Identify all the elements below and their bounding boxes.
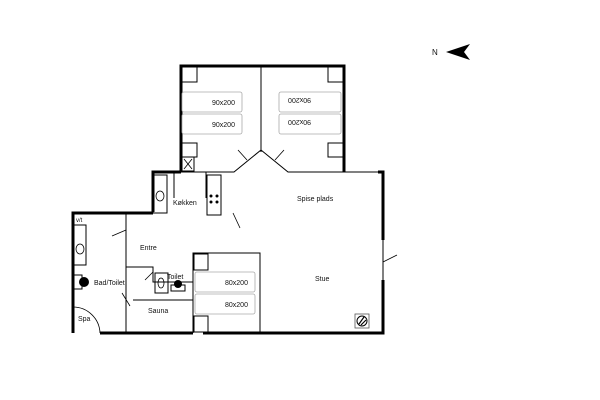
bed-size-label: 90x200 [288,96,311,103]
room-label-bathroom: Bad/Toilet [94,280,125,287]
room-label-spa: Spa [78,316,91,323]
compass-label: N [432,48,438,57]
room-label-living: Stue [315,276,330,283]
stove-icon [209,194,219,204]
closets [181,66,344,333]
bed-size-label: 90x200 [288,118,311,125]
doors [111,149,398,307]
bathroom-fixtures [72,224,186,334]
room-label-dining: Spise plads [297,196,334,203]
bed-size-label: 90x200 [212,122,235,129]
fireplace-icon [354,313,370,329]
bed-size-label: 90x200 [212,100,235,107]
room-label-entrance: Entre [140,245,157,252]
bed-size-label: 80x200 [225,302,248,309]
room-label-toilet: Toilet [167,274,183,281]
bed-size-label: 80x200 [225,280,248,287]
north-arrow-icon: N [432,44,470,60]
washer-label: v/t [76,218,83,224]
beds [181,91,342,315]
kitchen-fixtures [152,174,222,216]
room-label-sauna: Sauna [148,308,168,315]
room-label-kitchen: Køkken [173,200,197,207]
interior-walls [72,66,384,333]
